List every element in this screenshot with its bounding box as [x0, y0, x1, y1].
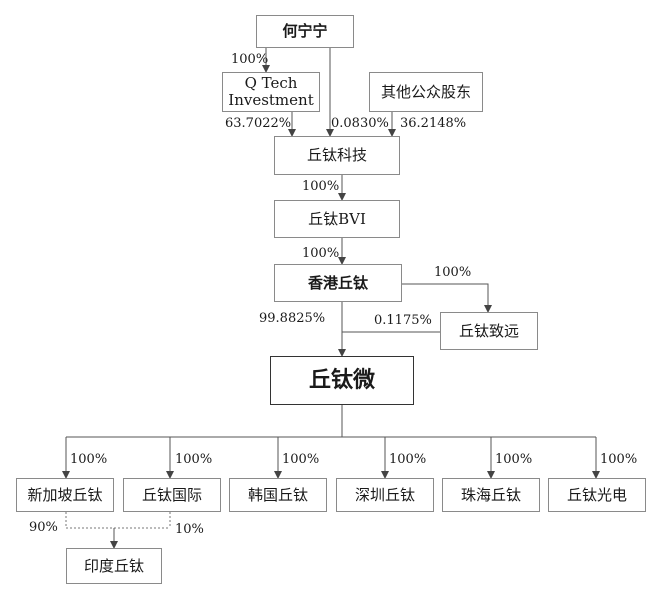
pct-micro-opto: 100% — [600, 452, 638, 467]
pct-bvi-hk: 100% — [302, 246, 340, 261]
pct-micro-korea: 100% — [282, 452, 320, 467]
node-singapore-qiutai: 新加坡丘钛 — [16, 478, 114, 512]
pct-qtech-tech: 63.7022% — [225, 116, 292, 131]
pct-public-tech: 36.2148% — [400, 116, 467, 131]
node-qiutai-tech: 丘钛科技 — [274, 136, 400, 175]
pct-micro-singapore: 100% — [70, 452, 108, 467]
pct-tech-bvi: 100% — [302, 179, 340, 194]
q-tech-line2: Investment — [228, 91, 314, 109]
node-qiutai-micro: 丘钛微 — [270, 356, 414, 405]
pct-micro-zhuhai: 100% — [495, 452, 533, 467]
pct-micro-intl: 100% — [175, 452, 213, 467]
node-korea-qiutai: 韩国丘钛 — [229, 478, 327, 512]
node-shenzhen-qiutai: 深圳丘钛 — [336, 478, 434, 512]
pct-he-qtech: 100% — [231, 52, 269, 67]
node-india-qiutai: 印度丘钛 — [66, 548, 162, 584]
pct-intl-india: 10% — [175, 522, 204, 537]
pct-he-tech: 0.0830% — [331, 116, 389, 131]
node-qiutai-bvi: 丘钛BVI — [274, 200, 400, 238]
pct-singapore-india: 90% — [29, 520, 58, 535]
node-public-shareholders: 其他公众股东 — [369, 72, 483, 112]
node-qiutai-intl: 丘钛国际 — [123, 478, 221, 512]
node-he-ningning: 何宁宁 — [256, 15, 354, 48]
pct-hk-micro: 99.8825% — [259, 311, 326, 326]
edge-hk-zhiyuan — [402, 283, 492, 313]
node-qiutai-opto: 丘钛光电 — [548, 478, 646, 512]
pct-hk-zhiyuan: 100% — [434, 265, 472, 280]
q-tech-line1: Q Tech — [244, 74, 298, 92]
pct-zhiyuan-micro: 0.1175% — [374, 313, 432, 328]
node-qiutai-zhiyuan: 丘钛致远 — [440, 312, 538, 350]
pct-micro-shenzhen: 100% — [389, 452, 427, 467]
node-q-tech-investment: Q Tech Investment — [222, 72, 320, 112]
node-zhuhai-qiutai: 珠海丘钛 — [442, 478, 540, 512]
node-hk-qiutai: 香港丘钛 — [274, 264, 402, 302]
